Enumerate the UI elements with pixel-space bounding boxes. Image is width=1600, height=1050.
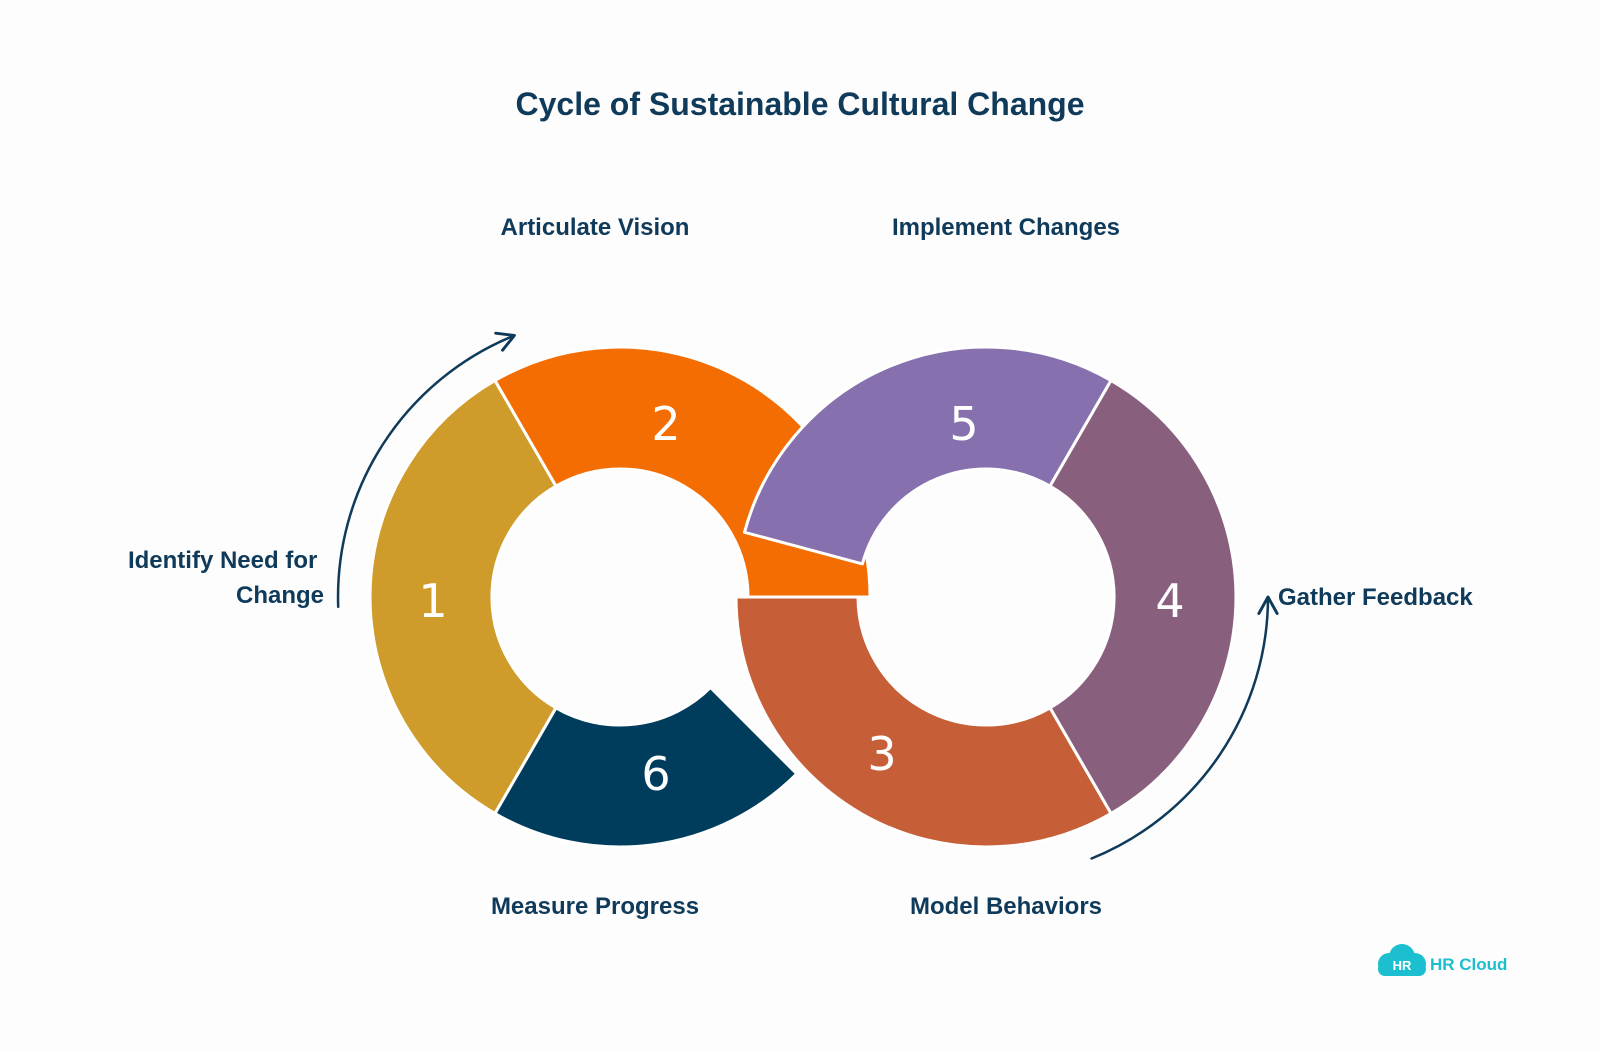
diagram-title: Cycle of Sustainable Cultural Change — [516, 86, 1085, 122]
segment-5-number: 5 — [949, 397, 978, 451]
label-model-behaviors: Model Behaviors — [910, 893, 1102, 920]
label-articulate-vision: Articulate Vision — [501, 214, 690, 241]
flow-arrow-left — [336, 331, 516, 609]
label-identify-need: Identify Need for Change — [128, 547, 324, 609]
segment-4-number: 4 — [1155, 574, 1184, 628]
brand-name: HR Cloud — [1430, 955, 1507, 974]
right-ring — [734, 345, 1238, 849]
label-identify-need-line-2: Change — [236, 582, 324, 609]
segment-4 — [1048, 379, 1238, 815]
brand-badge-text: HR — [1393, 958, 1412, 973]
label-gather-feedback: Gather Feedback — [1278, 584, 1473, 611]
label-identify-need-line-1: Identify Need for — [128, 547, 317, 574]
segment-2-number: 2 — [651, 397, 680, 451]
segment-6-number: 6 — [641, 747, 670, 801]
segment-3-number: 3 — [867, 727, 896, 781]
segment-6 — [493, 686, 799, 849]
label-implement-changes: Implement Changes — [892, 214, 1120, 241]
segment-5 — [743, 345, 1113, 566]
flow-arrow-right — [1090, 595, 1279, 860]
brand-logo: HR HR Cloud — [1378, 944, 1507, 976]
cloud-logo-icon: HR — [1378, 944, 1426, 976]
segment-1-number: 1 — [418, 574, 447, 628]
segment-1 — [368, 379, 558, 815]
label-measure-progress: Measure Progress — [491, 893, 699, 920]
segment-3 — [734, 595, 1113, 849]
